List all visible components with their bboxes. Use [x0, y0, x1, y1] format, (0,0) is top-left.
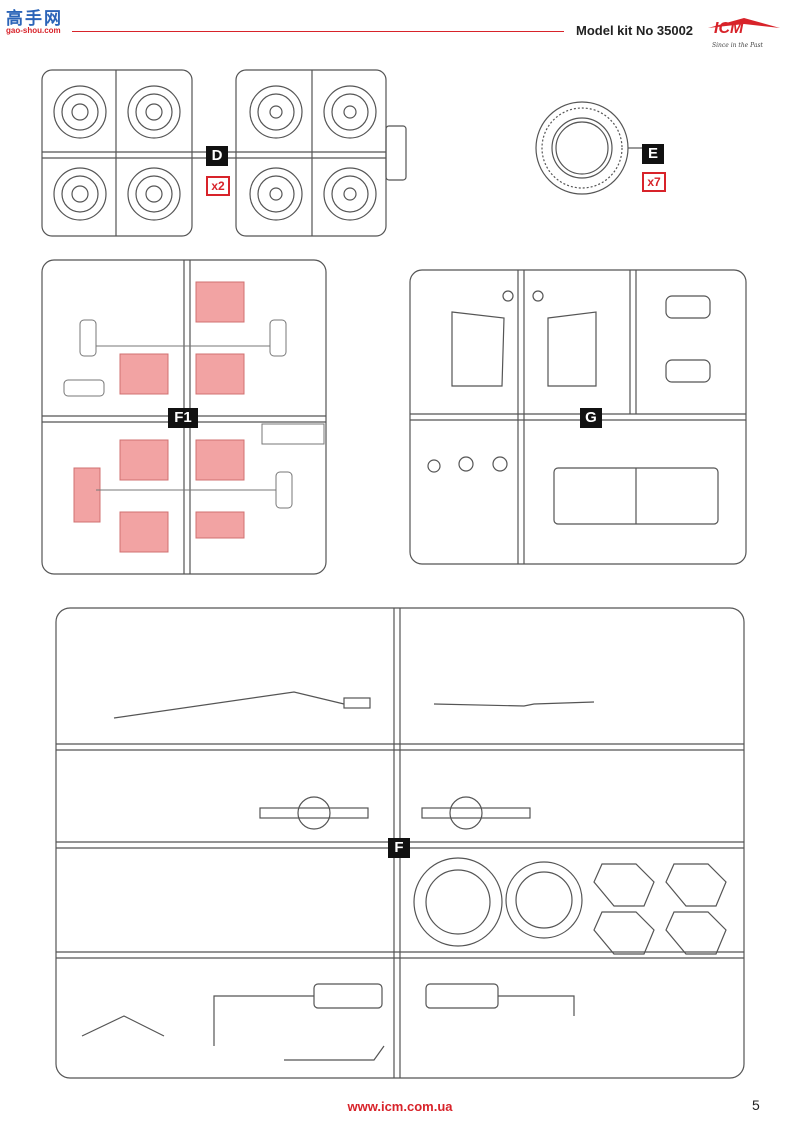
sprue-e-label: E: [642, 144, 664, 164]
icm-logo: ICM Since in the Past: [704, 14, 784, 58]
sprue-f1-label: F1: [168, 408, 198, 428]
sprue-g-label: G: [580, 408, 602, 428]
sprue-d-multiplier: x2: [206, 176, 230, 196]
page-number: 5: [752, 1097, 760, 1113]
model-kit-title: Model kit No 35002: [576, 23, 694, 38]
sprue-f: F: [54, 606, 748, 1080]
sprue-f1-drawing: [41, 259, 327, 575]
site-logo[interactable]: 高手网 gao-shou.com: [6, 4, 70, 38]
sprue-f1: F1: [40, 258, 330, 576]
site-logo-url: gao-shou.com: [6, 26, 61, 35]
header-rule: [72, 31, 564, 32]
sprue-d-label: D: [206, 146, 228, 166]
icm-logo-emblem-icon: [708, 18, 780, 28]
footer-url[interactable]: www.icm.com.ua: [347, 1099, 453, 1114]
brand-tagline: Since in the Past: [712, 42, 763, 49]
sprue-g-drawing: [409, 269, 747, 565]
site-logo-text: 高手网: [6, 9, 63, 29]
sprue-d: D x2: [40, 68, 408, 240]
sprue-d-drawing: [41, 69, 407, 237]
sprue-g: G: [408, 268, 750, 568]
sprue-e-multiplier: x7: [642, 172, 666, 192]
brand-name: ICM: [714, 20, 744, 37]
sprue-e: E x7: [530, 96, 680, 196]
page-header: 高手网 gao-shou.com Model kit No 35002 ICM …: [0, 0, 800, 56]
tire-drawing: [535, 101, 642, 195]
sprue-f-label: F: [388, 838, 410, 858]
